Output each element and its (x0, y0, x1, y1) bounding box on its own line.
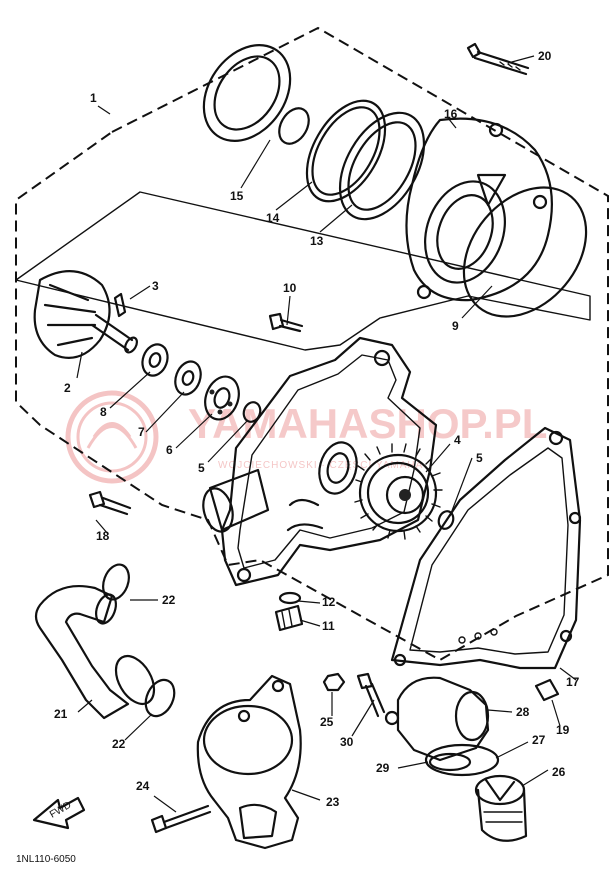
callout-20: 20 (538, 49, 552, 63)
callout-16: 16 (444, 107, 458, 121)
oil-seal-15 (202, 44, 292, 142)
washer-15 (278, 107, 310, 145)
bolt-24 (150, 804, 212, 834)
callout-30: 30 (340, 735, 354, 749)
callout-5-left: 5 (198, 461, 205, 475)
o-ring-22-lower (144, 678, 176, 718)
seal-7 (174, 360, 202, 396)
callout-11: 11 (322, 619, 335, 633)
thermostat-26 (474, 774, 528, 842)
callout-25: 25 (320, 715, 334, 729)
seal-8 (141, 343, 169, 377)
callout-12: 12 (322, 595, 336, 609)
circlip-5-right (437, 510, 455, 530)
bearing-6 (204, 375, 240, 421)
callout-15: 15 (230, 189, 244, 203)
subassembly-outline (15, 191, 591, 351)
o-ring-22-upper (102, 563, 130, 601)
callout-21: 21 (54, 707, 68, 721)
thermostat-housing-23 (196, 674, 302, 850)
drawing-code: 1NL110-6050 (16, 854, 76, 865)
gasket-27 (424, 743, 500, 777)
callout-2: 2 (64, 381, 71, 395)
callout-9: 9 (452, 319, 459, 333)
callout-19: 19 (556, 723, 570, 737)
plug-11 (274, 604, 304, 632)
callouts: 1 20 16 15 14 13 9 3 10 2 8 7 6 5 4 5 18… (54, 49, 580, 809)
callout-27: 27 (532, 733, 546, 747)
pump-cover-16 (405, 117, 553, 302)
assembly-boundary (15, 26, 609, 662)
watermark-logo (65, 390, 159, 484)
callout-10: 10 (283, 281, 297, 295)
callout-26: 26 (552, 765, 566, 779)
bolt-10 (268, 312, 304, 333)
gasket-17 (390, 426, 582, 670)
circlip-5-left (242, 401, 262, 423)
callout-24: 24 (136, 779, 150, 793)
callout-17: 17 (566, 675, 580, 689)
bolt-18 (88, 490, 132, 516)
bearing-13 (338, 111, 426, 221)
o-ring-9 (462, 186, 588, 318)
thermostat-cover-28 (384, 676, 490, 762)
callout-14: 14 (266, 211, 280, 225)
callout-22-upper: 22 (162, 593, 176, 607)
o-ring-29 (428, 752, 472, 772)
callout-23: 23 (326, 795, 340, 809)
watermark-main: YAMAHASHOP.PL (188, 400, 547, 447)
nut-25 (322, 672, 346, 692)
bolt-30 (356, 672, 386, 718)
washer-12 (278, 591, 302, 605)
callout-5-right: 5 (476, 451, 483, 465)
o-ring-14 (305, 99, 387, 203)
callout-28: 28 (516, 705, 530, 719)
callout-8: 8 (100, 405, 107, 419)
impeller-2 (33, 270, 138, 359)
bolt-20 (466, 42, 530, 76)
callout-7: 7 (138, 425, 145, 439)
callout-1: 1 (90, 91, 97, 105)
callout-13: 13 (310, 234, 324, 248)
callout-3: 3 (152, 279, 159, 293)
elbow-pipe-21 (34, 584, 156, 720)
leader-lines (76, 55, 577, 813)
callout-18: 18 (96, 529, 110, 543)
drive-gear-4 (354, 443, 443, 540)
pin-3 (113, 292, 127, 318)
callout-6: 6 (166, 443, 173, 457)
forward-arrow: FWD (32, 796, 86, 830)
callout-22-lower: 22 (112, 737, 126, 751)
callout-4: 4 (454, 433, 461, 447)
watermark: YAMAHASHOP.PL WOJCIECHOWSKI · CZĘŚCI YAM… (65, 390, 547, 484)
callout-29: 29 (376, 761, 390, 775)
cap-19 (534, 678, 560, 702)
